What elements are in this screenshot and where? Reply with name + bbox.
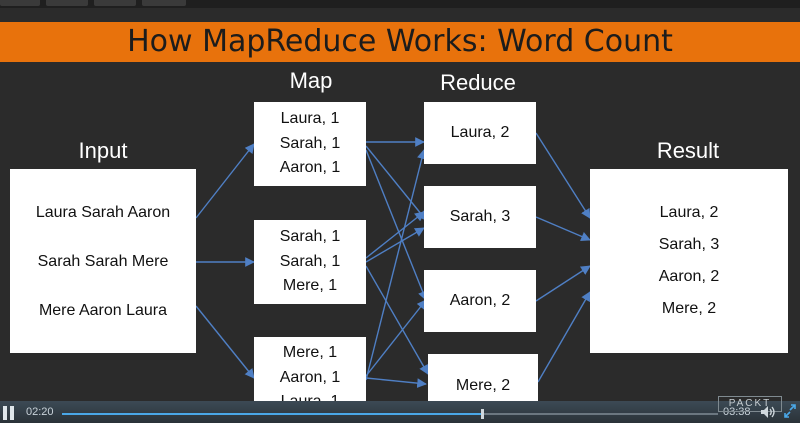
result-line: Laura, 2: [659, 204, 719, 221]
input-line: Sarah Sarah Mere: [37, 252, 169, 270]
slide-title: How MapReduce Works: Word Count: [127, 24, 673, 59]
pause-icon[interactable]: [2, 406, 16, 420]
flow-arrow: [195, 143, 255, 219]
current-time: 02:20: [26, 406, 54, 418]
fullscreen-icon[interactable]: [783, 403, 797, 419]
input-line: Laura Sarah Aaron: [35, 203, 171, 221]
map-box-2: Sarah, 1 Sarah, 1 Mere, 1: [254, 220, 366, 304]
flow-arrow: [365, 211, 425, 259]
flow-arrow: [535, 132, 591, 219]
map-pair: Sarah, 1: [279, 134, 341, 152]
title-banner: [0, 22, 800, 62]
map-pair: Sarah, 1: [279, 228, 341, 246]
result-line: Mere, 2: [661, 300, 717, 317]
input-box: Laura Sarah Aaron Sarah Sarah Mere Mere …: [10, 169, 196, 353]
reduce-pair: Sarah, 3: [449, 207, 511, 225]
flow-arrow: [535, 216, 591, 242]
reduce-pair: Laura, 2: [450, 123, 510, 141]
map-heading: Map: [289, 68, 333, 93]
reduce-box-aaron: Aaron, 2: [424, 270, 536, 332]
flow-arrow: [365, 149, 428, 301]
input-heading: Input: [78, 138, 128, 163]
result-box: Laura, 2 Sarah, 3 Aaron, 2 Mere, 2: [590, 169, 788, 353]
map-box-1: Laura, 1 Sarah, 1 Aaron, 1: [254, 102, 366, 186]
reduce-pair: Mere, 2: [455, 377, 511, 394]
map-pair: Aaron, 1: [279, 368, 341, 386]
volume-icon[interactable]: [760, 404, 776, 420]
result-heading: Result: [656, 138, 720, 163]
flow-arrow: [365, 377, 427, 388]
progress-fill: [62, 413, 482, 415]
flow-arrow: [365, 265, 429, 375]
video-player-bar: 02:20 03:38: [0, 401, 800, 423]
top-toolbar-strip: [0, 0, 800, 8]
flow-arrow: [195, 305, 255, 379]
flow-arrow: [365, 299, 427, 377]
progress-handle[interactable]: [480, 409, 484, 419]
map-pair: Sarah, 1: [279, 252, 341, 270]
packt-logo: PACKT: [718, 396, 782, 412]
result-line: Aaron, 2: [658, 268, 720, 285]
flow-arrow: [537, 291, 591, 383]
toolbar-tab[interactable]: [46, 0, 88, 6]
progress-track[interactable]: [62, 409, 718, 419]
flow-arrow: [365, 145, 427, 221]
flow-arrow: [365, 227, 425, 263]
total-time: 03:38: [723, 406, 751, 418]
map-pair: Laura, 1: [280, 110, 340, 128]
result-line: Sarah, 3: [658, 236, 720, 253]
map-pair: Mere, 1: [282, 277, 338, 295]
flow-arrow: [535, 265, 591, 302]
reduce-pair: Aaron, 2: [449, 291, 511, 309]
flow-arrow: [365, 149, 427, 381]
input-line: Mere Aaron Laura: [38, 301, 168, 319]
reduce-box-sarah: Sarah, 3: [424, 186, 536, 248]
toolbar-tab[interactable]: [94, 0, 136, 6]
reduce-box-laura: Laura, 2: [424, 102, 536, 164]
map-pair: Mere, 1: [282, 344, 338, 361]
map-pair: Aaron, 1: [279, 159, 341, 177]
toolbar-tab[interactable]: [142, 0, 186, 6]
toolbar-tab[interactable]: [0, 0, 40, 6]
reduce-heading: Reduce: [440, 70, 516, 95]
